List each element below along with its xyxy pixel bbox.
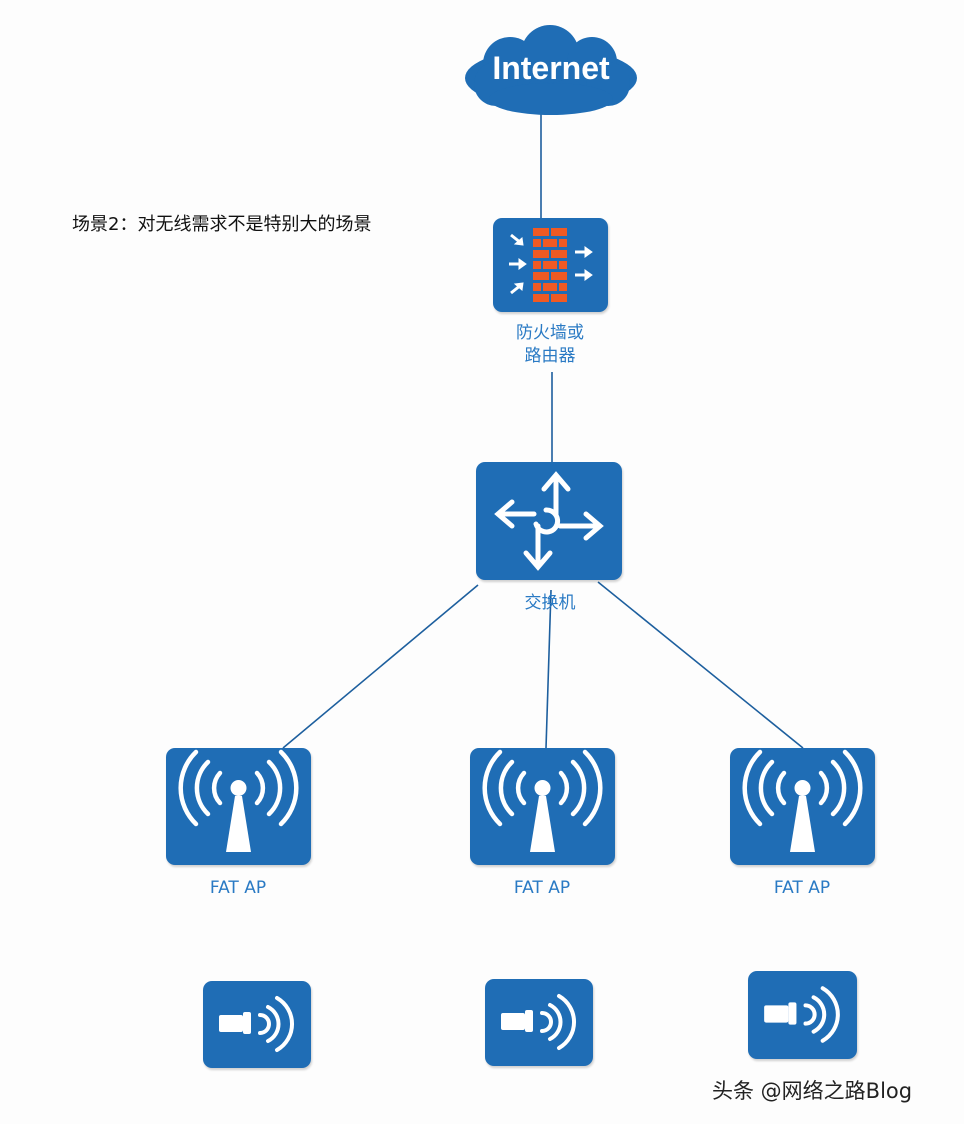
access-point-node-1[interactable] (166, 748, 311, 865)
access-point-label-3: FAT AP (773, 878, 831, 898)
firewall-label-line1: 防火墙或 (516, 323, 584, 343)
cloud-icon (465, 25, 637, 115)
client-device-node-2[interactable] (485, 979, 593, 1066)
switch-label: 交换机 (524, 593, 576, 613)
link-switch-ap3 (597, 581, 804, 749)
switch-icon (494, 471, 604, 571)
firewall-icon (509, 228, 593, 302)
access-point-node-3[interactable] (730, 748, 875, 865)
switch-node[interactable] (476, 462, 622, 580)
access-point-icon (482, 749, 603, 852)
watermark: 头条 @网络之路Blog (712, 1079, 913, 1103)
firewall-node[interactable] (493, 218, 608, 312)
access-point-icon (742, 749, 863, 852)
client-device-icon (219, 996, 295, 1052)
scenario-caption: 场景2：对无线需求不是特别大的场景 (72, 214, 372, 235)
link-switch-ap1 (282, 584, 479, 749)
firewall-label-line2: 路由器 (524, 346, 576, 366)
access-point-label-2: FAT AP (513, 878, 571, 898)
internet-label: Internet (492, 50, 610, 86)
access-point-node-2[interactable] (470, 748, 615, 865)
link-switch-ap2 (545, 589, 552, 749)
access-point-icon (178, 749, 299, 852)
client-device-icon (764, 986, 840, 1043)
client-device-icon (501, 994, 577, 1050)
client-device-node-3[interactable] (748, 971, 857, 1059)
access-point-label-1: FAT AP (209, 878, 267, 898)
client-device-node-1[interactable] (203, 981, 311, 1068)
firewall-label: 防火墙或 路由器 (480, 322, 620, 368)
